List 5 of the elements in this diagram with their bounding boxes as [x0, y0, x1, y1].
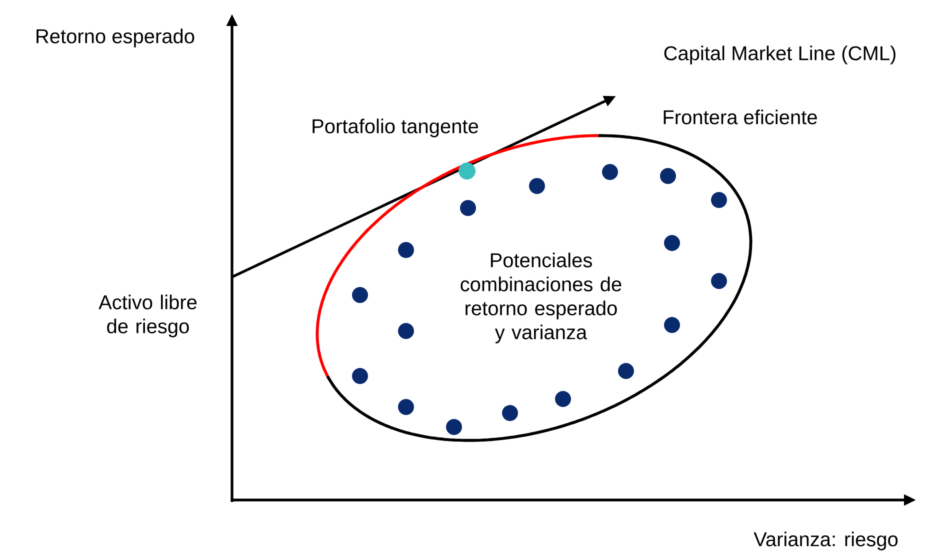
axis-label: Retorno esperado [36, 28, 194, 48]
axis-label: Frontera eficiente [664, 110, 817, 124]
axis-label: Activo libre de riesgo [98, 294, 197, 338]
axis-label: Varianza: riesgo [754, 532, 898, 550]
axis-label: Capital Market Line (CML) [664, 46, 896, 64]
